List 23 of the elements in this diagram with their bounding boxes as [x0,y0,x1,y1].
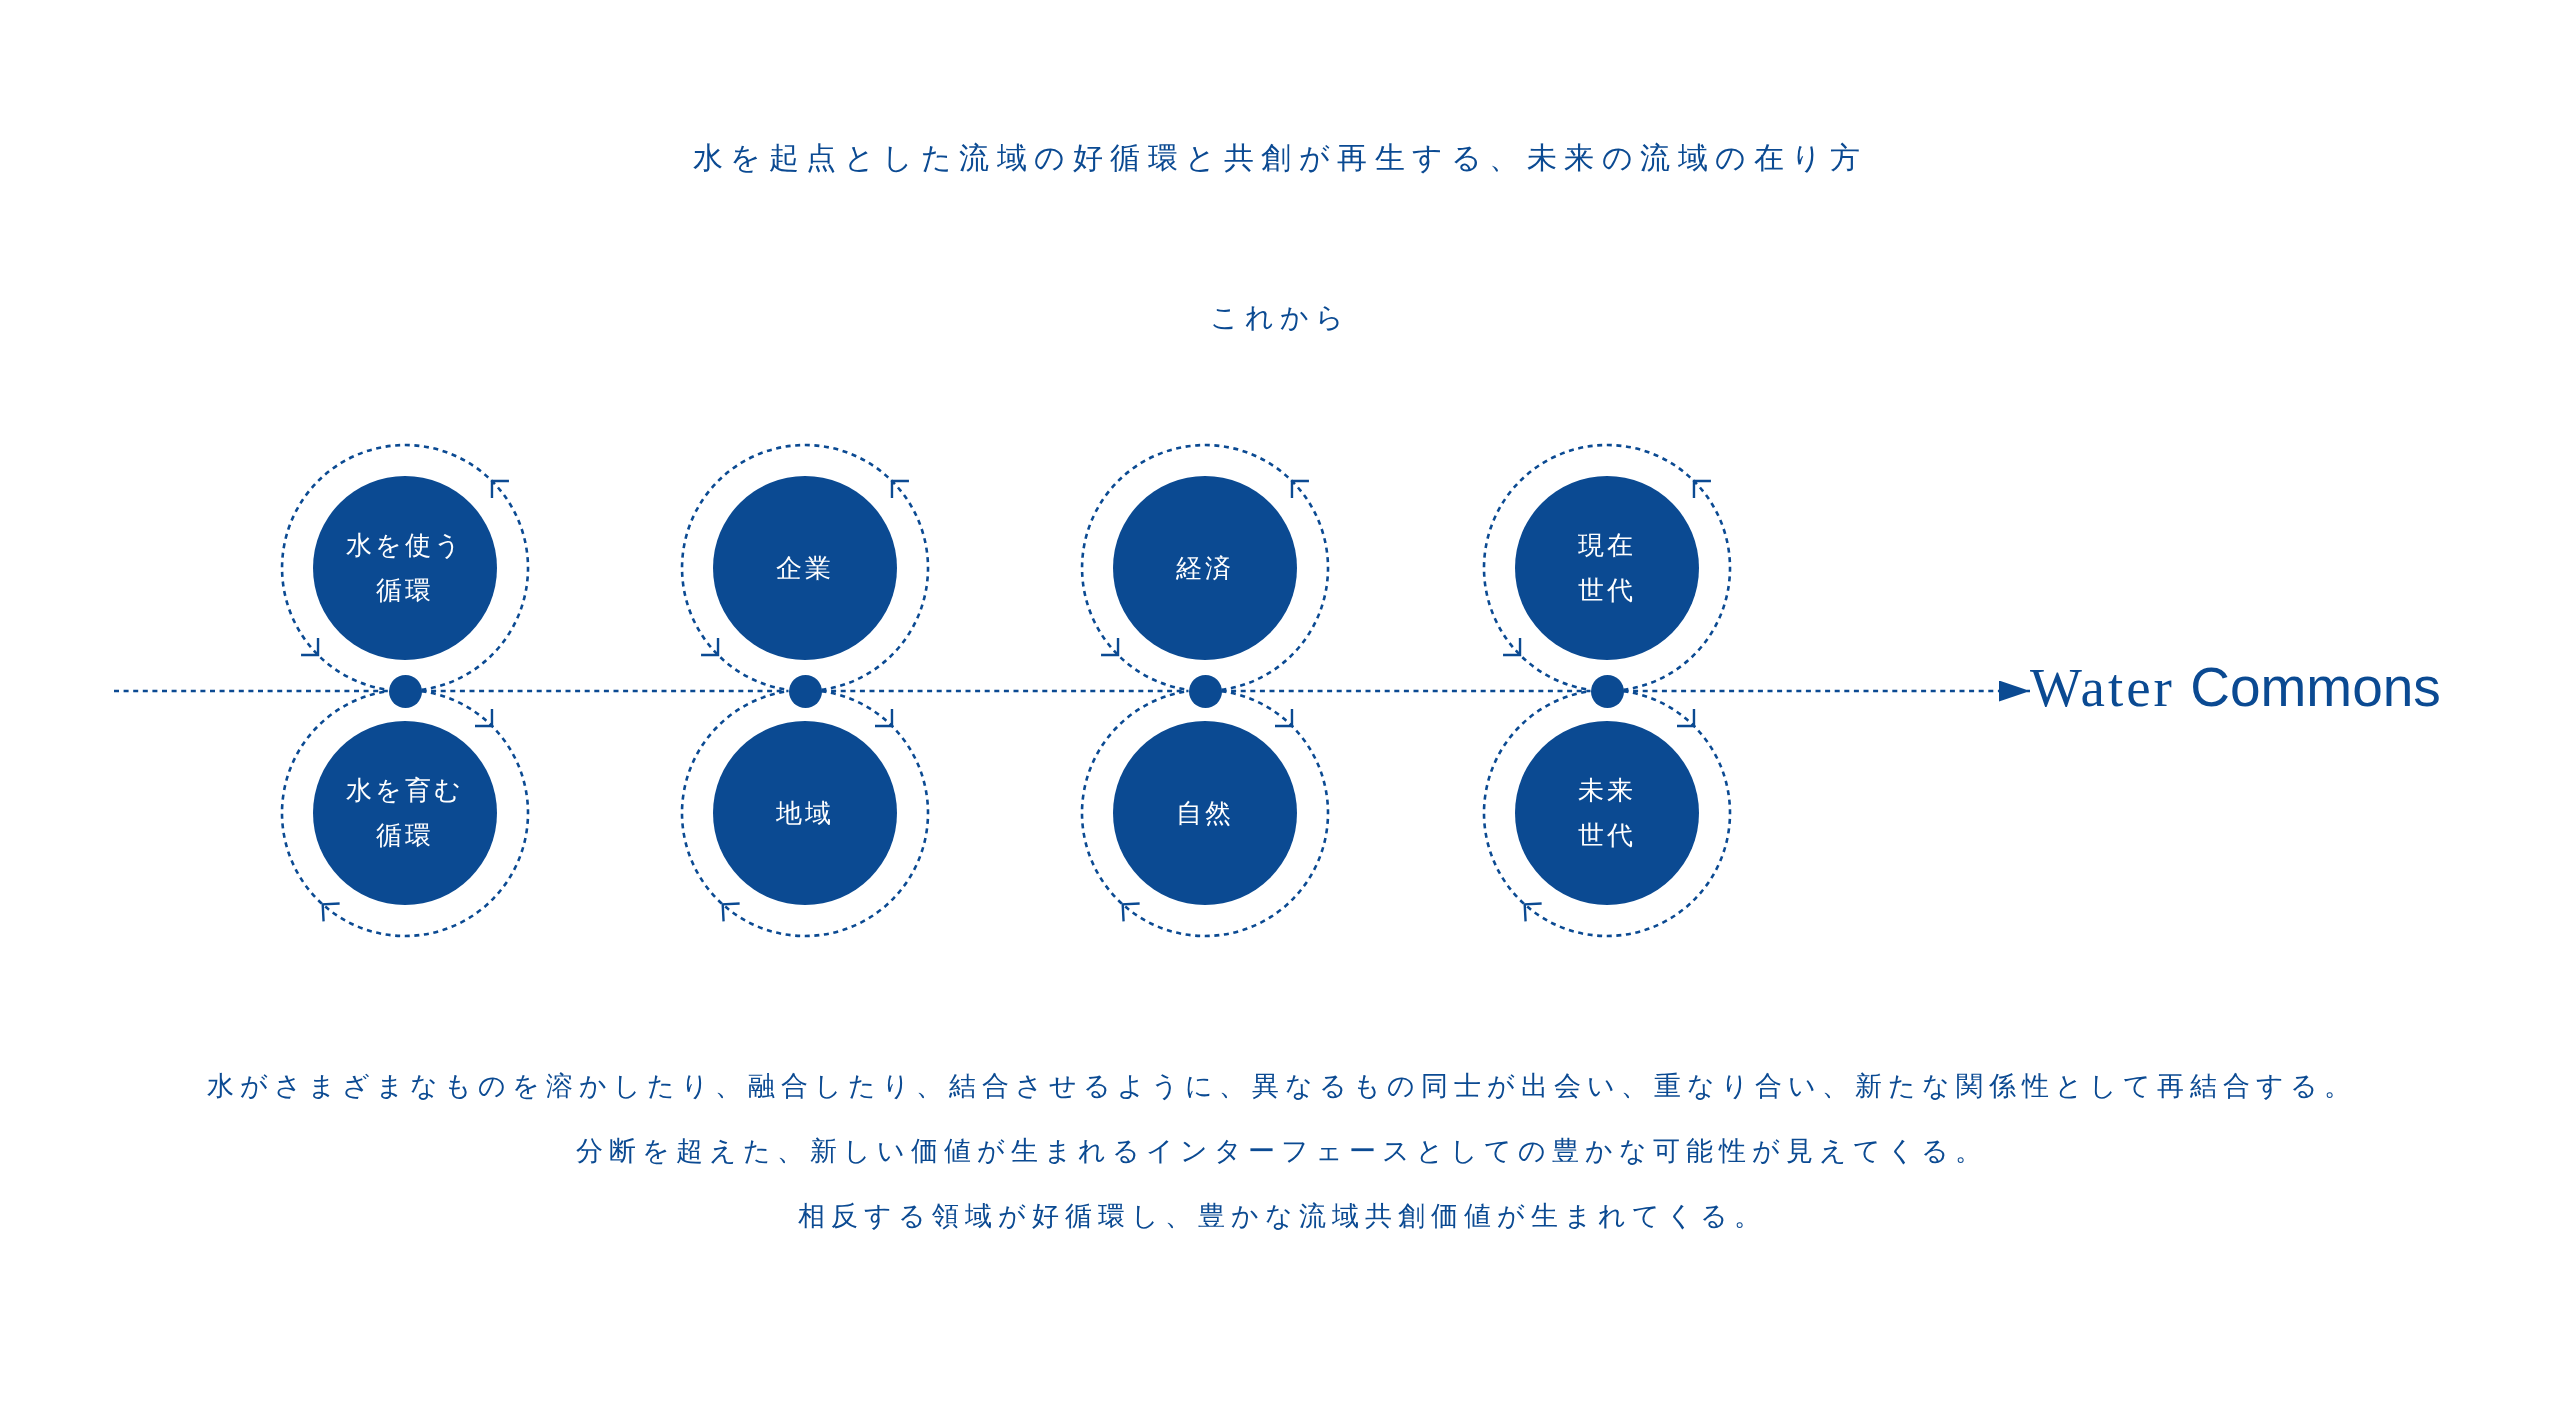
description-text: 相反する領域が好循環し、豊かな流域共創価値が生まれてくる。 [797,1199,1767,1233]
junction-dot [388,674,422,708]
description-text: 水がさまざまなものを溶かしたり、融合したり、結合させるように、異なるもの同士が出会い、重なり合い、新たな関係性として再結合する。 [207,1069,2357,1103]
junction-dot [1590,674,1624,708]
junction-dot [1188,674,1222,708]
timeline-heading: これから [1210,301,1350,335]
circle-label: 企業 [775,551,835,585]
description-text: 分断を超えた、新しい価値が生まれるインターフェースとしての豊かな可能性が見えてくる。 [576,1134,1988,1168]
circle-label: 水を育む循環 [346,774,464,852]
dotted-arrow [1623,680,2030,702]
circle-label: 水を使う循環 [346,529,464,607]
goal-label: Water Commons [2030,656,2441,720]
dotted-line [421,689,789,693]
circle-label: 現在世代 [1577,529,1637,607]
junction-dot [788,674,822,708]
circle-label: 経済 [1175,551,1235,585]
circle-label: 未来世代 [1577,774,1637,852]
dotted-line [821,689,1189,693]
circle-label: 地域 [775,796,835,830]
dotted-line [1221,689,1591,693]
dotted-line [114,689,389,693]
circle-label: 自然 [1175,796,1235,830]
diagram-title: 水を起点とした流域の好循環と共創が再生する、未来の流域の在り方 [692,140,1868,176]
